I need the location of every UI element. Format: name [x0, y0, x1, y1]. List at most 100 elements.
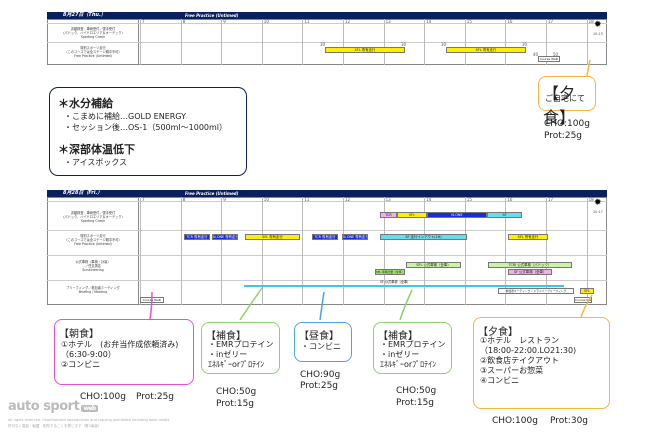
snack2-lines: ・EMRプロテイン・inゼリーｴﾈﾙｷﾞｰorﾌﾟﾛﾃｲﾝ — [380, 340, 446, 369]
hour-gridline — [343, 19, 344, 65]
hour-gridline — [505, 197, 507, 305]
day2-sfl-mini: SFL — [580, 288, 594, 294]
day1-sfl-session-2: SFL 専有走行 — [446, 47, 526, 53]
hour-gridline — [180, 197, 182, 305]
sunset-icon: ✹ — [594, 198, 602, 208]
hour-label: 8 — [182, 19, 186, 24]
hour-label: 7 — [142, 197, 145, 202]
breakfast-bubble: 【朝食】 ①ホテル (お弁当作成依頼済み)（6:30-9:00）②コンビニ — [54, 319, 194, 385]
day1-title-bar: 8月27日（Thu.） Free Practice (Untimed) — [47, 12, 607, 19]
day2-sfl-bar: SFL — [397, 212, 427, 218]
snack2-bubble: 【補食】 ・EMRプロテイン・inゼリーｴﾈﾙｷﾞｰorﾌﾟﾛﾃｲﾝ — [373, 322, 452, 374]
hour-label: 18 — [588, 197, 594, 202]
day2-sfl-session: SFL 専有走行 — [245, 234, 300, 240]
hour-label: 16 — [507, 19, 513, 24]
day2-tcr-bar: TCR — [380, 212, 397, 218]
breakfast-prot: Prot:25g — [136, 392, 175, 402]
day2-tcr-session-2: TCR 専有走行 — [312, 234, 338, 240]
day2-schedule-grid — [47, 197, 607, 305]
hour-gridline — [221, 19, 223, 65]
day1-course-walk: Course Walk — [538, 56, 560, 62]
hour-gridline — [505, 19, 507, 65]
copyright-note: All rights reserved. Unauthorized reprod… — [8, 418, 171, 422]
day2-sfl-weighing: SFL 車両計量（全車） — [375, 269, 405, 275]
hour-label: 11 — [304, 19, 310, 24]
hour-gridline — [343, 197, 344, 305]
dinner1-title: 【夕食】 — [543, 84, 576, 127]
sunset-icon: ✹ — [594, 20, 602, 30]
day1-sfl-session-1: SFL 専有走行 — [325, 47, 405, 53]
day1-mark: 50 — [553, 52, 559, 57]
hour-gridline — [464, 19, 466, 65]
dinner2-lines: ①ホテル レストラン（18:00-22:00.LO21:30)②飲食店テイクアウ… — [480, 336, 577, 385]
day1-row-sporting-check: 書類検査：車両受付／選手受付（パドック、ハイドロエリア＆オーテック）Sporti… — [61, 27, 125, 39]
breakfast-lines: ①ホテル (お弁当作成依頼済み)（6:30-9:00）②コンビニ — [61, 340, 179, 369]
day2-none-session: N-ONE 専有走行 — [212, 234, 238, 240]
hydration-item: ・こまめに補給…GOLD ENERGY — [64, 112, 186, 121]
breakfast-title: 【朝食】 — [59, 329, 99, 340]
day2-sfl-scrutineering: SFL 公式車検（全車） — [406, 262, 461, 268]
breakfast-cho: CHO:100g — [80, 392, 126, 402]
hour-label: 17 — [548, 197, 554, 202]
dinner1-cho: CHO:100g — [544, 119, 590, 129]
day1-date: 8月27日（Thu.） — [63, 12, 106, 18]
hour-label: 16 — [507, 197, 513, 202]
snack2-cho: CHO:50g — [396, 386, 437, 396]
hour-label: 17 — [548, 19, 554, 24]
hour-label: 13 — [385, 19, 391, 24]
day1-mark: 30 — [401, 42, 407, 47]
snack1-bubble: 【補食】 ・EMRプロテイン・inゼリーｴﾈﾙｷﾞｰorﾌﾟﾛﾃｲﾝ — [201, 322, 280, 374]
day1-mark: 30 — [320, 42, 326, 47]
day2-divider — [47, 255, 607, 256]
hydration-box: ＊水分補給 ・こまめに補給…GOLD ENERGY ・セッション後…OS-1（5… — [49, 87, 247, 176]
hydration-list: ・こまめに補給…GOLD ENERGY ・セッション後…OS-1（500ml〜1… — [64, 111, 227, 133]
snack2-title: 【補食】 — [378, 331, 418, 342]
lunch-lines: ・コンビニ — [301, 342, 341, 351]
day2-session-label: Free Practice (Untimed) — [185, 191, 239, 196]
day2-none-bar: N-ONE — [427, 212, 487, 218]
hour-gridline — [261, 197, 263, 305]
dinner2-title: 【夕食】 — [478, 327, 518, 338]
day2-divider — [47, 201, 607, 202]
cooling-item: ・アイスボックス — [64, 158, 128, 167]
dinner1-prot: Prot:25g — [544, 131, 583, 141]
day1-session-label: Free Practice (Untimed) — [185, 13, 239, 18]
day2-sf-bar: SF — [487, 212, 522, 218]
hour-gridline — [140, 19, 141, 65]
day1-mark: 30 — [441, 42, 447, 47]
day2-row-free-practice: 特別スポーツ走行（このコースでは全ステージ期中不可）Free Practice … — [64, 234, 122, 246]
dinner1-bubble: 【夕食】 ご自宅にて — [538, 76, 596, 127]
snack1-lines: ・EMRプロテイン・inゼリーｴﾈﾙｷﾞｰorﾌﾟﾛﾃｲﾝ — [208, 340, 274, 369]
day2-sunset-time: 10:17 — [593, 210, 603, 214]
lunch-title: 【昼食】 — [299, 331, 339, 342]
hour-label: 14 — [426, 197, 432, 202]
day2-course-walk-2: Course Walk — [574, 297, 592, 303]
day1-mark: 30 — [522, 42, 528, 47]
hour-label: 18 — [588, 19, 594, 24]
hour-gridline — [424, 19, 426, 65]
snack1-cho: CHO:50g — [216, 387, 257, 397]
hour-gridline — [586, 197, 588, 305]
hour-label: 7 — [142, 19, 145, 24]
day1-sunset-time: 10:15 — [593, 32, 603, 36]
hour-label: 9 — [223, 197, 226, 202]
hour-gridline — [302, 197, 304, 305]
day2-tcrj-scrutineering: TCRJ 公式車検（パドック） — [488, 262, 572, 268]
hour-label: 10 — [263, 197, 269, 202]
day2-title-bar: 8月28日（Fri.） Free Practice (Untimed) — [47, 190, 607, 197]
hour-label: 11 — [304, 197, 310, 202]
day2-divider — [47, 230, 607, 231]
hour-gridline — [586, 19, 588, 65]
dinner2-prot: Prot:30g — [550, 416, 589, 426]
dinner1-text: ご自宅にて — [545, 94, 585, 103]
hour-label: 15 — [466, 19, 472, 24]
copyright-note-jp: 許可なく複製・転載・配布することを禁じます（第3者版） — [8, 424, 102, 428]
lunch-prot: Prot:25g — [300, 381, 339, 391]
body-cooling-heading: ＊深部体温低下 — [58, 143, 135, 156]
hour-label: 13 — [385, 197, 391, 202]
day2-none-session-2: N-ONE 専有走行 — [342, 234, 368, 240]
hour-gridline — [261, 19, 263, 65]
